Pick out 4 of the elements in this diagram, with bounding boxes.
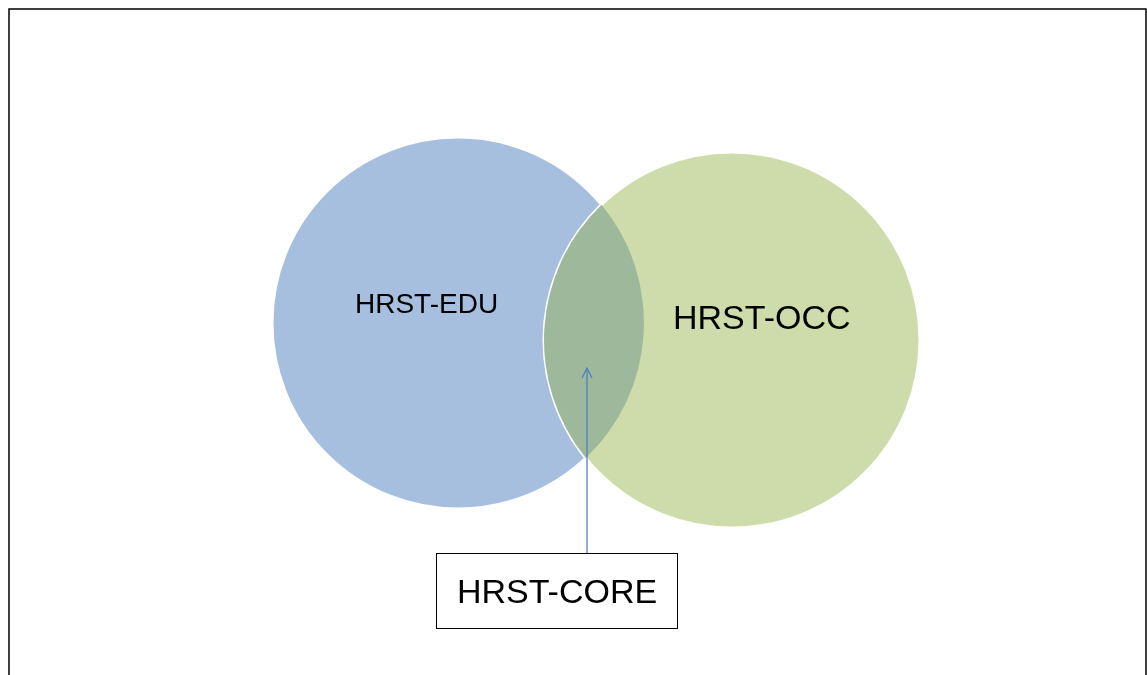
callout-label: HRST-CORE xyxy=(436,553,678,629)
leader-arrow xyxy=(581,367,593,554)
set-label: HRST-EDU xyxy=(355,288,499,321)
set-label: HRST-OCC xyxy=(673,297,851,337)
